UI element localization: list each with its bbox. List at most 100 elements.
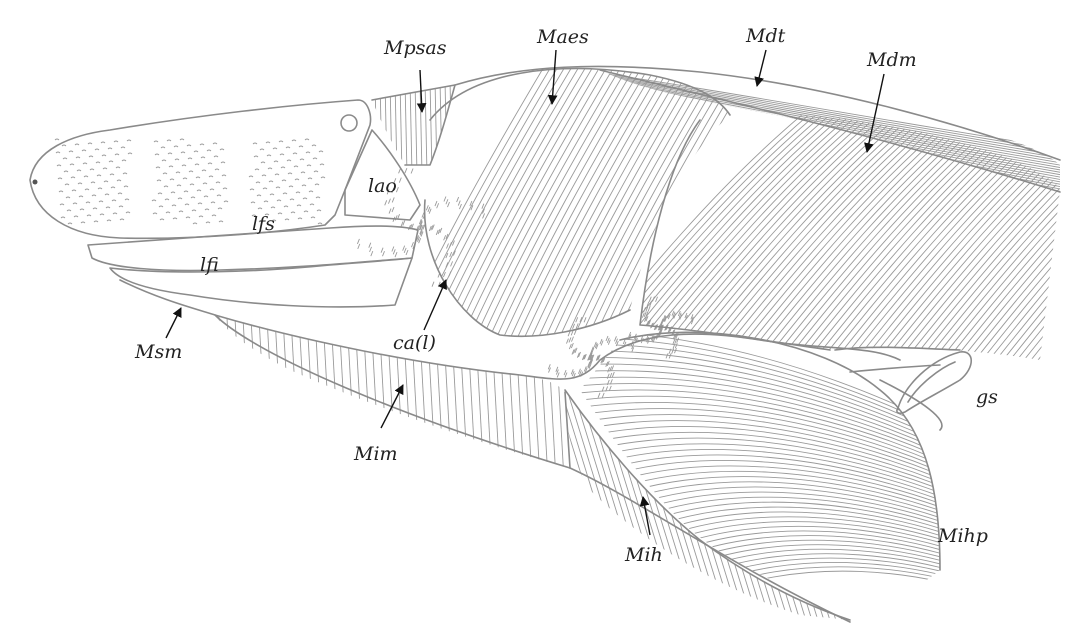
aponeurosis-dash — [652, 296, 655, 302]
muscle-fiber — [399, 85, 403, 165]
aponeurosis-dash — [648, 296, 652, 302]
muscle-fiber — [424, 68, 596, 337]
stipple-mark — [175, 171, 181, 174]
aponeurosis-dash — [450, 261, 453, 267]
stipple-mark — [94, 148, 100, 151]
stipple-mark — [183, 190, 189, 193]
muscle-fiber — [779, 40, 959, 380]
aponeurosis-dash — [482, 208, 485, 214]
stipple-mark — [77, 182, 83, 185]
stipple-mark — [306, 164, 312, 167]
muscle-fiber — [680, 68, 730, 337]
stipple-mark — [200, 156, 206, 159]
posterior-edge — [879, 379, 943, 431]
muscle-fiber — [758, 40, 938, 380]
aponeurosis-dash — [448, 271, 452, 277]
stipple-mark — [308, 190, 314, 193]
aponeurosis-dash — [567, 331, 571, 337]
aponeurosis-dash — [576, 352, 580, 358]
aponeurosis-dash — [605, 361, 609, 368]
aponeurosis-dash — [589, 350, 592, 357]
muscle-fiber — [606, 465, 940, 508]
aponeurosis-dash — [674, 343, 678, 349]
stipple-mark — [96, 174, 102, 177]
aponeurosis-dash — [416, 235, 420, 241]
muscle-fiber — [608, 470, 940, 511]
muscle-fiber — [505, 315, 517, 468]
stipple-mark — [126, 139, 132, 142]
aponeurosis-dash — [647, 305, 651, 312]
muscle-fiber — [465, 80, 467, 175]
aponeurosis-dash — [581, 354, 585, 361]
stipple-mark — [288, 185, 294, 188]
aponeurosis-dash — [641, 312, 645, 318]
muscle-fiber — [404, 85, 408, 165]
aponeurosis-dash — [601, 386, 605, 392]
stipple-mark — [68, 150, 74, 153]
aponeurosis-dash — [583, 317, 587, 323]
aponeurosis-dash — [445, 252, 449, 259]
stipple-mark — [213, 155, 219, 158]
muscle-fiber — [580, 357, 940, 445]
aponeurosis-dash — [555, 369, 559, 375]
stipple-mark — [296, 204, 302, 207]
aponeurosis-dash — [606, 360, 610, 367]
stipple-mark — [199, 143, 205, 146]
aponeurosis-dash — [428, 225, 432, 232]
muscle-fiber — [595, 437, 940, 490]
stipple-mark — [174, 158, 180, 161]
aponeurosis-dash — [434, 200, 438, 207]
stipple-mark — [211, 214, 217, 217]
aponeurosis-dash — [431, 281, 435, 287]
cal-pointer — [423, 279, 447, 331]
muscle-fiber — [895, 114, 1060, 360]
muscle-fiber — [565, 390, 621, 620]
aponeurosis-dash — [403, 247, 407, 254]
mdm-pointer — [864, 73, 885, 153]
muscle-fiber — [599, 449, 940, 497]
stipple-mark — [212, 142, 218, 145]
aponeurosis-dash — [608, 385, 612, 392]
aponeurosis-dash — [452, 240, 455, 246]
aponeurosis-dash — [402, 220, 406, 226]
aponeurosis-dash — [606, 379, 610, 386]
muscle-fiber — [1007, 114, 1060, 360]
aponeurosis-dash — [437, 228, 441, 235]
aponeurosis-dash — [655, 296, 658, 302]
stipple-mark — [297, 217, 303, 220]
stipple-mark — [197, 202, 203, 205]
aponeurosis-dash — [418, 237, 422, 244]
aponeurosis-dash — [644, 316, 647, 322]
aponeurosis-dash — [573, 348, 576, 354]
muscle-fiber — [916, 114, 1060, 360]
stipple-mark — [248, 175, 254, 178]
stipple-mark — [84, 188, 90, 191]
muscle-fiber — [601, 454, 940, 501]
stipple-mark — [105, 206, 111, 209]
label-maes: Maes — [536, 26, 589, 48]
aponeurosis-dash — [593, 341, 597, 348]
aponeurosis-dash — [597, 392, 601, 398]
muscle-fiber — [419, 85, 423, 165]
aponeurosis-dash — [563, 369, 567, 376]
msm-pointer — [165, 307, 182, 339]
aponeurosis-dash — [596, 355, 600, 361]
stipple-mark — [303, 210, 309, 213]
stipple-mark — [178, 210, 184, 213]
aponeurosis-dash — [568, 337, 572, 343]
stipple-mark — [294, 178, 300, 181]
aponeurosis-dash — [566, 338, 569, 344]
aponeurosis-dash — [628, 331, 632, 338]
stipple-mark — [192, 222, 198, 225]
stipple-mark — [70, 176, 76, 179]
aponeurosis-dash — [425, 205, 429, 211]
muscle-fiber — [424, 85, 428, 165]
muscle-fiber — [652, 570, 940, 615]
muscle-fiber — [979, 114, 1060, 360]
muscle-fiber — [505, 68, 687, 337]
stipple-mark — [196, 189, 202, 192]
muscle-fiber — [428, 68, 610, 337]
stipple-mark — [300, 171, 306, 174]
maes-lower-outline — [423, 199, 631, 338]
aponeurosis-dash — [391, 187, 395, 194]
